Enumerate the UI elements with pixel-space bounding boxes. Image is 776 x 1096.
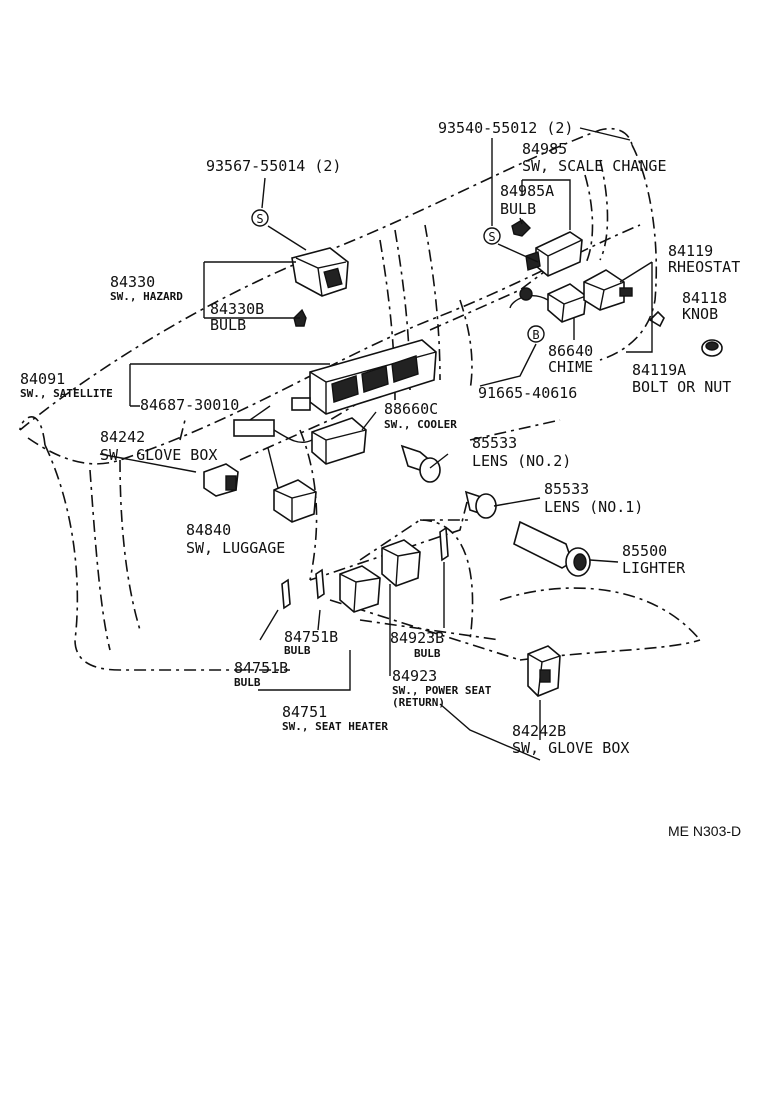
callout-85533-1-label: LENS (NO.1)	[544, 498, 643, 516]
callout-84985-label: SW, SCALE CHANGE	[522, 157, 667, 175]
rheostat-part	[583, 269, 633, 311]
callout-88660c-number: 88660C	[384, 400, 438, 418]
callout-84118-number: 84118	[682, 289, 727, 307]
knob-part	[701, 339, 723, 357]
callout-84923-number: 84923	[392, 667, 437, 685]
callout-84923-label: SW., POWER SEAT	[392, 684, 492, 697]
seat-heater-bulb-a-part	[281, 578, 291, 610]
callout-93567-number: 93567-55014 (2)	[206, 157, 341, 175]
callout-84242-label: SW. GLOVE BOX	[100, 446, 217, 464]
svg-text:S: S	[256, 212, 263, 226]
marker-b: B	[527, 325, 545, 343]
callout-86640-label: CHIME	[548, 358, 593, 376]
callout-84091-label: SW., SATELLITE	[20, 387, 113, 400]
callout-84751-label: SW., SEAT HEATER	[282, 720, 388, 733]
lens-no1-part	[464, 490, 497, 519]
callout-88660c-label: SW., COOLER	[384, 418, 457, 431]
hazard-switch-part	[291, 247, 349, 297]
rheostat-bolt-part	[648, 310, 665, 328]
callout-84687-number: 84687-30010	[140, 396, 239, 414]
lighter-part	[513, 520, 591, 577]
luggage-switch-part	[273, 479, 317, 523]
callout-84330b-number: 84330B	[210, 300, 264, 318]
callout-labels: 93540-55012 (2) 84985 SW, SCALE CHANGE 9…	[20, 119, 741, 839]
callout-84330-label: SW., HAZARD	[110, 290, 183, 303]
callout-84119a-label: BOLT OR NUT	[632, 378, 731, 396]
callout-84985a-label: BULB	[500, 200, 536, 218]
callout-91665-number: 91665-40616	[478, 384, 577, 402]
callout-84330-number: 84330	[110, 273, 155, 291]
callout-86640-number: 86640	[548, 342, 593, 360]
cooler-switch-part	[311, 417, 367, 465]
callout-84119-label: RHEOSTAT	[668, 258, 740, 276]
callout-markers: S S B	[251, 209, 545, 343]
callout-84923b-label: BULB	[414, 647, 441, 660]
callout-84985-number: 84985	[522, 140, 567, 158]
glove-box-switch-b-part	[527, 645, 561, 697]
callout-84242-number: 84242	[100, 428, 145, 446]
callout-85533-2-label: LENS (NO.2)	[472, 452, 571, 470]
callout-84751b-b-label: BULB	[234, 676, 261, 689]
svg-text:S: S	[488, 230, 495, 244]
callout-85500-number: 85500	[622, 542, 667, 560]
callout-84923-label2: (RETURN)	[392, 696, 445, 709]
callout-84751b-a-number: 84751B	[284, 628, 338, 646]
power-seat-bulb-part	[439, 526, 449, 562]
callout-84242b-number: 84242B	[512, 722, 566, 740]
parts	[203, 219, 723, 697]
satellite-switch-part	[291, 339, 437, 415]
harness-connector-part	[233, 419, 313, 444]
callout-84242b-label: SW, GLOVE BOX	[512, 739, 629, 757]
callout-84751-number: 84751	[282, 703, 327, 721]
callout-84091-number: 84091	[20, 370, 65, 388]
marker-s-right: S	[483, 227, 501, 245]
callout-84751b-b-number: 84751B	[234, 659, 288, 677]
callout-85500-label: LIGHTER	[622, 559, 686, 577]
lens-no2-part	[400, 444, 441, 483]
callout-85533-2-number: 85533	[472, 434, 517, 452]
power-seat-switch-part	[381, 539, 421, 587]
figure-code: ME N303-D	[668, 823, 741, 839]
leader-lines	[99, 127, 653, 761]
callout-84985a-number: 84985A	[500, 182, 554, 200]
callout-84119-number: 84119	[668, 242, 713, 260]
glove-box-switch-part	[203, 463, 239, 497]
callout-84330b-label: BULB	[210, 316, 246, 334]
callout-84840-number: 84840	[186, 521, 231, 539]
seat-heater-switch-part	[339, 565, 381, 613]
seat-heater-bulb-b-part	[315, 568, 325, 600]
callout-84923b-number: 84923B	[390, 629, 444, 647]
callout-84840-label: SW, LUGGAGE	[186, 539, 285, 557]
callout-84118-label: KNOB	[682, 305, 718, 323]
scale-change-switch-part	[525, 231, 583, 277]
callout-85533-1-number: 85533	[544, 480, 589, 498]
callout-84751b-a-label: BULB	[284, 644, 311, 657]
callout-93540-number: 93540-55012 (2)	[438, 119, 573, 137]
chime-part	[509, 283, 587, 323]
svg-text:B: B	[532, 328, 539, 342]
marker-s-left: S	[251, 209, 269, 227]
callout-84119a-number: 84119A	[632, 361, 686, 379]
